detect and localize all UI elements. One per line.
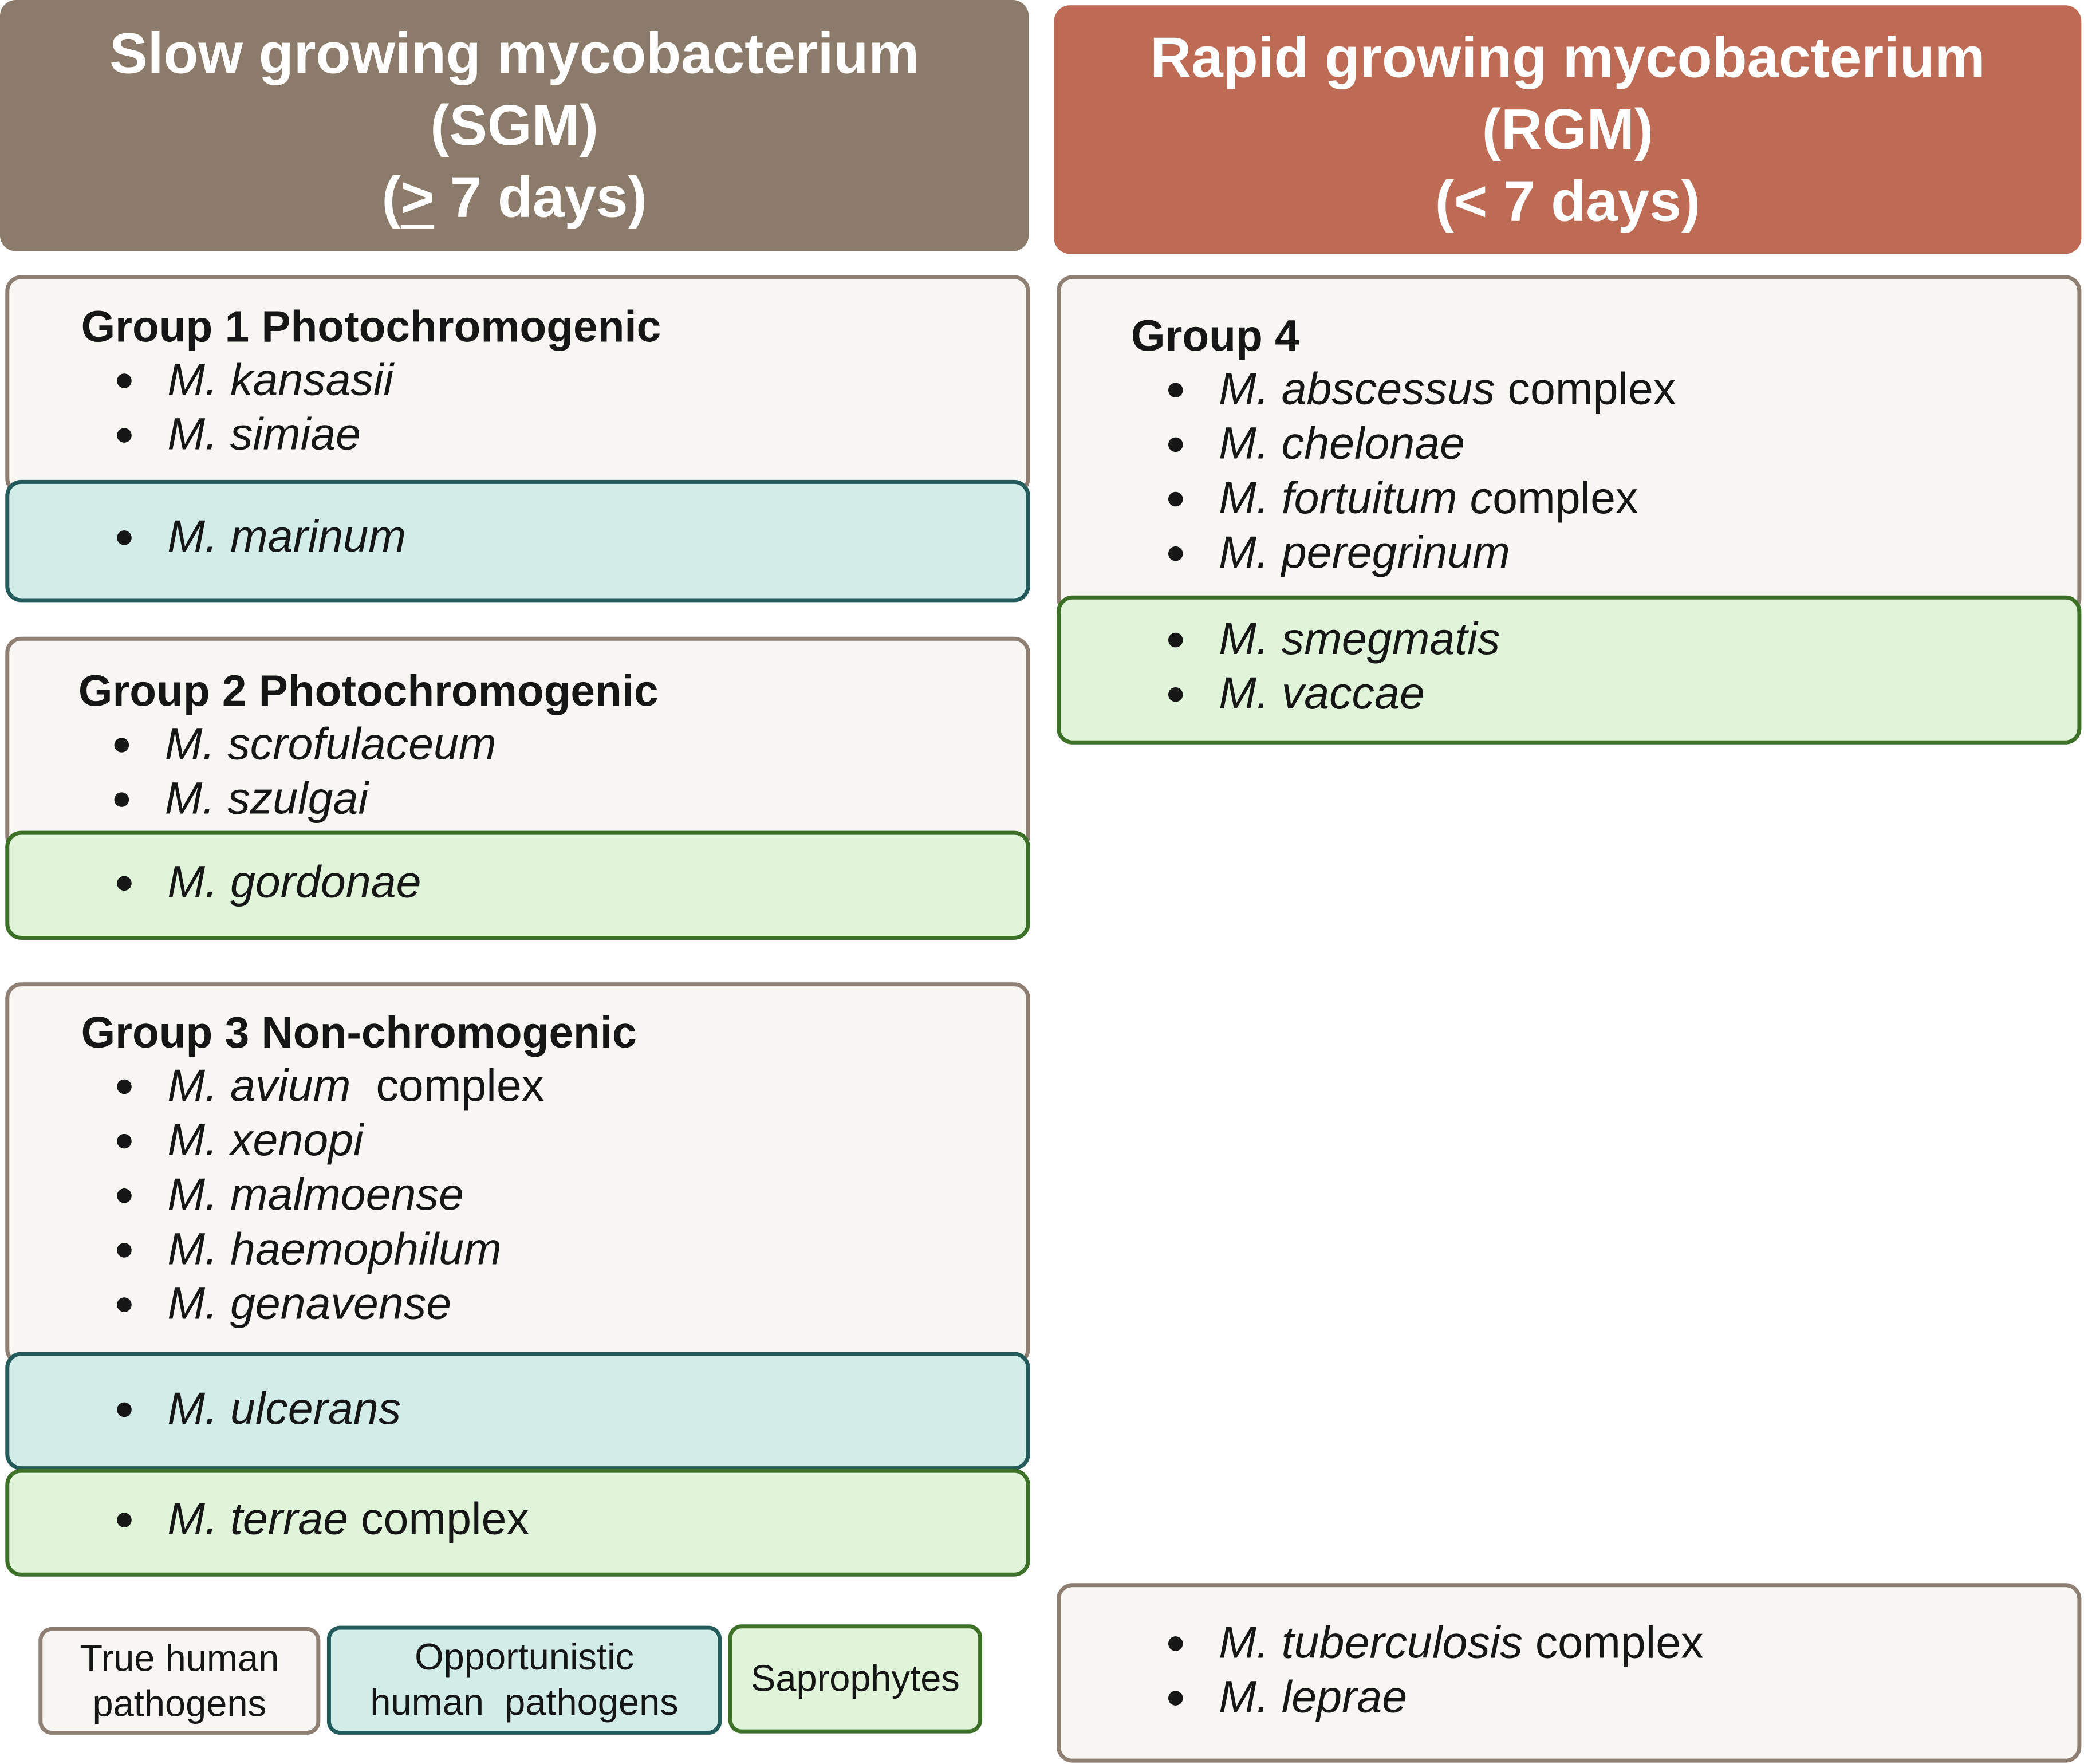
list-item: M. malmoense: [113, 1168, 544, 1223]
sgm-header: Slow growing mycobacterium (SGM) (> 7 da…: [0, 0, 1029, 251]
list-item: M. chelonae: [1164, 418, 1676, 472]
list-item: M. marinum: [113, 510, 406, 565]
species-name: M. haemophilum: [167, 1224, 502, 1275]
sgm-header-line3: (> 7 days): [0, 162, 1029, 233]
sgm-header-line1: Slow growing mycobacterium: [109, 22, 920, 86]
group3-saprophytes-box: [5, 1468, 1030, 1577]
list-item: M. fortuitum complex: [1164, 472, 1676, 526]
species-name: M. peregrinum: [1219, 527, 1510, 578]
group4-saprophytes-list: M. smegmatis M. vaccae: [1164, 613, 1500, 722]
group4-true-pathogens-box: [1057, 275, 2082, 615]
group3-title: Group 3 Non-chromogenic: [81, 1007, 637, 1057]
species-name: M. simiae: [167, 409, 361, 460]
other-true-pathogens-box: [1057, 1583, 2082, 1763]
legend-saprophytes: Saprophytes: [728, 1624, 983, 1734]
list-item: M. scrofulaceum: [111, 718, 497, 772]
species-name: M. marinum: [167, 511, 406, 562]
group3-opportunistic-box: [5, 1352, 1030, 1471]
group4-true-list: M. abscessus complex M. chelonae M. fort…: [1164, 363, 1676, 581]
list-item: M. kansasii: [113, 353, 393, 408]
species-name: M. chelonae: [1219, 419, 1466, 470]
species-name: M. malmoense: [167, 1170, 464, 1220]
species-name: M. xenopi: [167, 1115, 364, 1166]
rgm-header-line2: (RGM): [1482, 97, 1654, 162]
species-suffix: complex: [1495, 364, 1676, 415]
species-suffix: complex: [350, 1061, 545, 1112]
other-true-pathogens-list: M. tuberculosis complex M. leprae: [1164, 1616, 1704, 1725]
species-name: M. vaccae: [1219, 668, 1425, 719]
group3-saprophytes-list: M. terrae complex: [113, 1493, 529, 1547]
list-item: M. smegmatis: [1164, 613, 1500, 667]
group1-true-list: M. kansasii M. simiae: [113, 353, 393, 462]
group2-title: Group 2 Photochromogenic: [78, 666, 659, 715]
group2-saprophytes-box: [5, 830, 1030, 940]
group3-opportunistic-list: M. ulcerans: [113, 1383, 401, 1437]
group1-opportunistic-list: M. marinum: [113, 510, 406, 565]
rgm-header: Rapid growing mycobacterium (RGM) (< 7 d…: [1054, 5, 2082, 254]
group1-title: Group 1 Photochromogenic: [81, 301, 661, 351]
species-name: M. szulgai: [164, 773, 369, 825]
rgm-header-line3: (< 7 days): [1435, 169, 1700, 234]
species-name: M. smegmatis: [1219, 614, 1500, 665]
species-suffix: omplex: [1492, 473, 1638, 524]
list-item: M. ulcerans: [113, 1383, 401, 1437]
species-name: M. fortuitum c: [1219, 473, 1493, 524]
legend-true-line2: pathogens: [92, 1682, 267, 1724]
species-name: M. avium: [167, 1061, 351, 1112]
sgm-header-line2: (SGM): [430, 93, 599, 158]
group3-true-list: M. avium complex M. xenopi M. malmoense …: [113, 1060, 544, 1332]
sgm-header-line3-open: (: [381, 165, 401, 230]
legend-opportunistic-pathogens: Opportunistic human pathogens: [326, 1625, 722, 1735]
legend-saprophytes-line1: Saprophytes: [750, 1657, 960, 1699]
list-item: M. avium complex: [113, 1060, 544, 1114]
list-item: M. tuberculosis complex: [1164, 1616, 1704, 1671]
group4-title: Group 4: [1131, 311, 1299, 360]
rgm-header-line1: Rapid growing mycobacterium: [1150, 26, 1985, 90]
species-name: M. terrae: [167, 1494, 349, 1545]
legend-opportunistic-line2: human pathogens: [370, 1682, 679, 1723]
sgm-header-ge-symbol: >: [400, 165, 435, 230]
species-name: M. leprae: [1219, 1672, 1408, 1723]
species-name: M. tuberculosis: [1219, 1617, 1523, 1668]
species-suffix: complex: [1522, 1617, 1704, 1668]
list-item: M. szulgai: [111, 773, 497, 827]
list-item: M. leprae: [1164, 1671, 1704, 1725]
list-item: M. xenopi: [113, 1114, 544, 1168]
list-item: M. vaccae: [1164, 667, 1500, 722]
species-name: M. genavense: [167, 1278, 452, 1329]
species-name: M. abscessus: [1219, 364, 1495, 415]
group2-saprophytes-list: M. gordonae: [113, 856, 421, 911]
species-name: M. ulcerans: [167, 1384, 401, 1435]
list-item: M. abscessus complex: [1164, 363, 1676, 418]
list-item: M. peregrinum: [1164, 526, 1676, 581]
group1-true-pathogens-box: [5, 275, 1030, 495]
list-item: M. haemophilum: [113, 1223, 544, 1277]
legend-true-line1: True human: [80, 1637, 279, 1679]
group1-opportunistic-box: [5, 479, 1030, 603]
legend-opportunistic-line1: Opportunistic: [415, 1636, 634, 1678]
group3-true-pathogens-box: [5, 982, 1030, 1365]
list-item: M. simiae: [113, 408, 393, 463]
species-name: M. gordonae: [167, 857, 421, 908]
list-item: M. genavense: [113, 1277, 544, 1332]
group4-saprophytes-box: [1057, 595, 2082, 745]
list-item: M. terrae complex: [113, 1493, 529, 1547]
group2-true-list: M. scrofulaceum M. szulgai: [111, 718, 497, 826]
species-name: M. kansasii: [167, 355, 394, 405]
sgm-header-line3-rest: 7 days): [434, 165, 647, 230]
species-name: M. scrofulaceum: [164, 719, 497, 770]
species-suffix: complex: [348, 1494, 529, 1545]
list-item: M. gordonae: [113, 856, 421, 911]
legend-true-pathogens: True human pathogens: [38, 1627, 321, 1735]
